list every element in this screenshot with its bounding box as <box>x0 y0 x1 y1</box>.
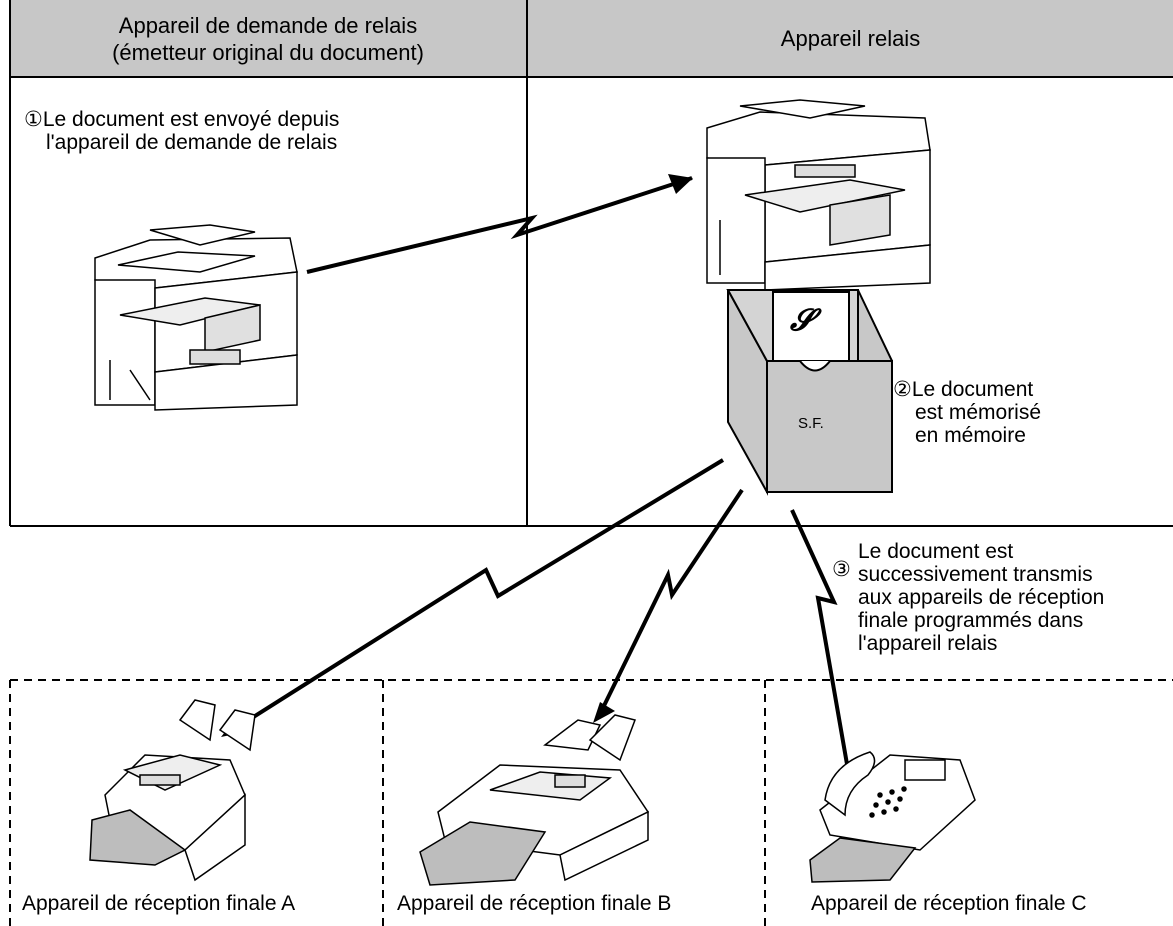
step1-line1: Le document est envoyé depuis <box>42 108 340 131</box>
header-sender-line2: (émetteur original du document) <box>112 39 424 65</box>
step3-line5: l'appareil relais <box>858 632 998 655</box>
table-frame <box>9 0 1173 527</box>
fax-machine-icon <box>419 714 650 886</box>
phone-fax-icon <box>809 751 976 883</box>
arrow-send <box>306 176 693 274</box>
step3-line1: Le document est <box>858 540 1014 563</box>
step1-line2: l'appareil de demande de relais <box>46 131 338 154</box>
step2-line1: Le document <box>911 378 1034 401</box>
step3-number: ③ <box>832 558 851 581</box>
step3-line3: aux appareils de réception <box>858 586 1105 609</box>
arrow-to-a <box>226 458 725 735</box>
copier-icon <box>94 224 298 411</box>
destination-frame <box>9 679 1173 926</box>
step2-label: ②Le document est mémorisé en mémoire <box>893 378 1041 447</box>
arrow-to-b-head <box>593 702 615 723</box>
header-relay-label: Appareil relais <box>780 26 921 51</box>
destination-c-label: Appareil de réception finale C <box>811 892 1087 915</box>
memory-box-label: S.F. <box>798 415 824 432</box>
step2-number: ② <box>893 378 912 401</box>
header-relay: Appareil relais <box>528 0 1173 77</box>
arrow-to-c <box>790 509 857 811</box>
destination-a-label: Appareil de réception finale A <box>22 892 296 915</box>
destination-b-label: Appareil de réception finale B <box>397 892 672 915</box>
step2-line2: est mémorisé <box>915 401 1042 424</box>
header-sender-line1: Appareil de demande de relais <box>118 12 418 38</box>
step2-line3: en mémoire <box>915 424 1026 447</box>
step3-line4: finale programmés dans <box>858 609 1084 632</box>
arrow-to-b <box>596 488 744 719</box>
step3-line2: successivement transmis <box>858 563 1093 586</box>
step1-label: ①Le document est envoyé depuis l'apparei… <box>24 108 339 154</box>
fax-machine-icon <box>89 699 256 882</box>
step1-number: ① <box>24 108 43 131</box>
file-box-icon: 𝓢 <box>726 289 893 496</box>
copier-icon <box>706 99 931 291</box>
header-sender: Appareil de demande de relais (émetteur … <box>10 0 526 77</box>
arrow-send-head <box>668 174 693 194</box>
step3-label: Le document est successivement transmis … <box>858 540 1104 655</box>
